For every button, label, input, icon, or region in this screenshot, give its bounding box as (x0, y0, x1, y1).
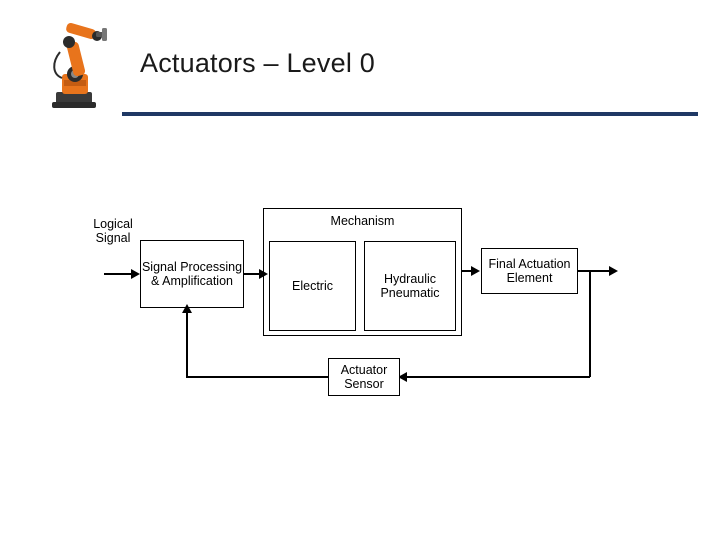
page-title: Actuators – Level 0 (140, 48, 375, 78)
signal-processing-box: Signal Processing & Amplification (140, 240, 244, 308)
arrow-logical-to-signal-line (104, 273, 132, 275)
arrow-final-output-head (609, 266, 618, 276)
arrow-signal-to-mechanism-head (259, 269, 268, 279)
hydraulic-pneumatic-box: Hydraulic Pneumatic (364, 241, 456, 331)
title-divider (122, 112, 698, 116)
industrial-robot-arm-image (40, 18, 112, 110)
actuator-sensor-box: Actuator Sensor (328, 358, 400, 396)
feedback-arrow-into-sensor (398, 372, 407, 382)
electric-box: Electric (269, 241, 356, 331)
feedback-horizontal-right (402, 376, 590, 378)
arrow-final-output-line (578, 270, 614, 272)
mechanism-label: Mechanism (330, 214, 395, 228)
feedback-vertical-left (186, 312, 188, 377)
final-actuation-element-box: Final Actuation Element (481, 248, 578, 294)
arrow-mechanism-to-final-head (471, 266, 480, 276)
arrow-mechanism-to-final-line (462, 270, 474, 272)
logical-signal-label: Logical Signal (93, 217, 133, 246)
feedback-vertical-right (589, 271, 591, 377)
arrow-logical-to-signal-head (131, 269, 140, 279)
feedback-arrow-into-signal-processing (182, 304, 192, 313)
arrow-signal-to-mechanism-line (244, 273, 261, 275)
feedback-horizontal-left (186, 376, 329, 378)
